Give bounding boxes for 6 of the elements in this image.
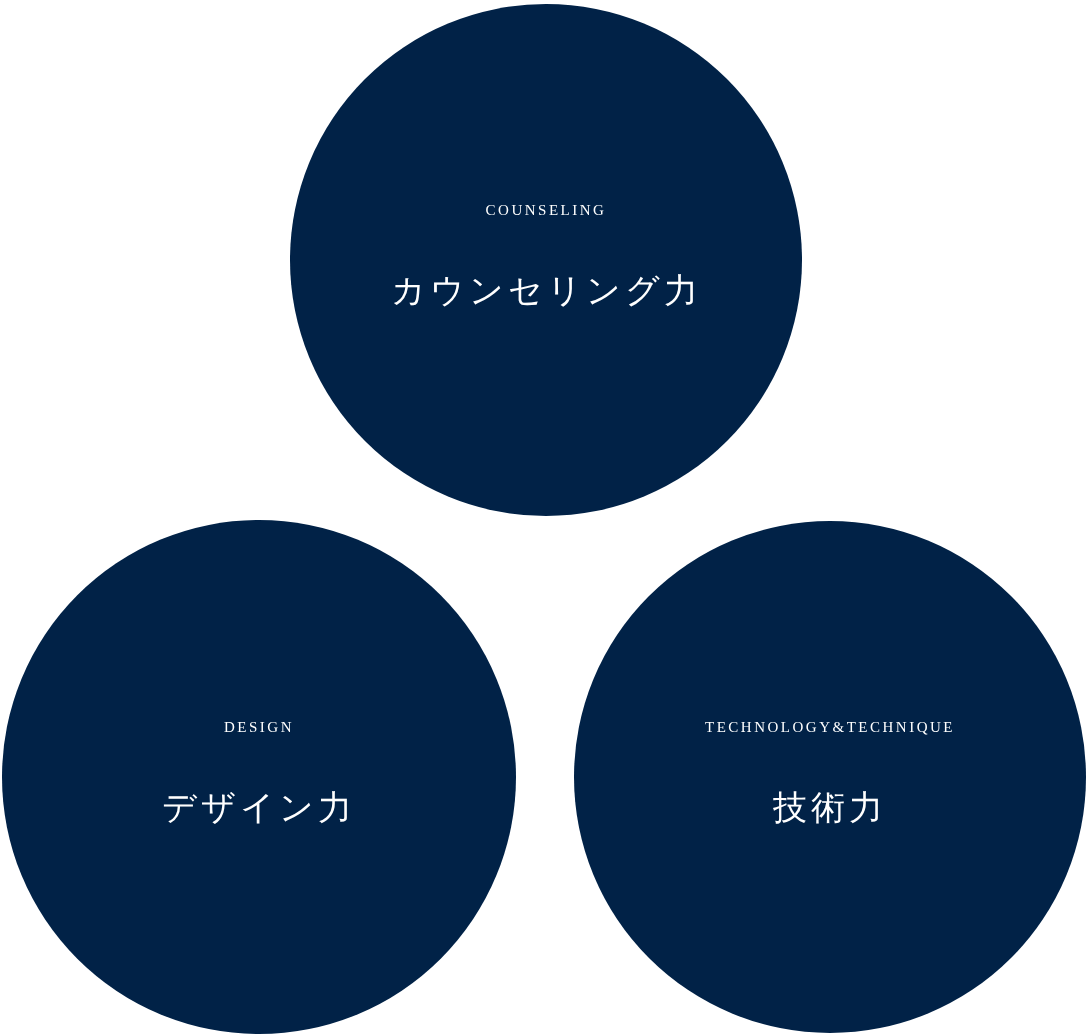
subtitle-text: TECHNOLOGY&TECHNIQUE <box>704 719 956 736</box>
subtitle-text: DESIGN <box>223 719 295 736</box>
title-text: 技術力 <box>772 788 888 828</box>
subtitle-text: COUNSELING <box>484 202 608 219</box>
title-text: カウンセリング力 <box>389 271 703 311</box>
title-text: デザイン力 <box>161 788 357 828</box>
